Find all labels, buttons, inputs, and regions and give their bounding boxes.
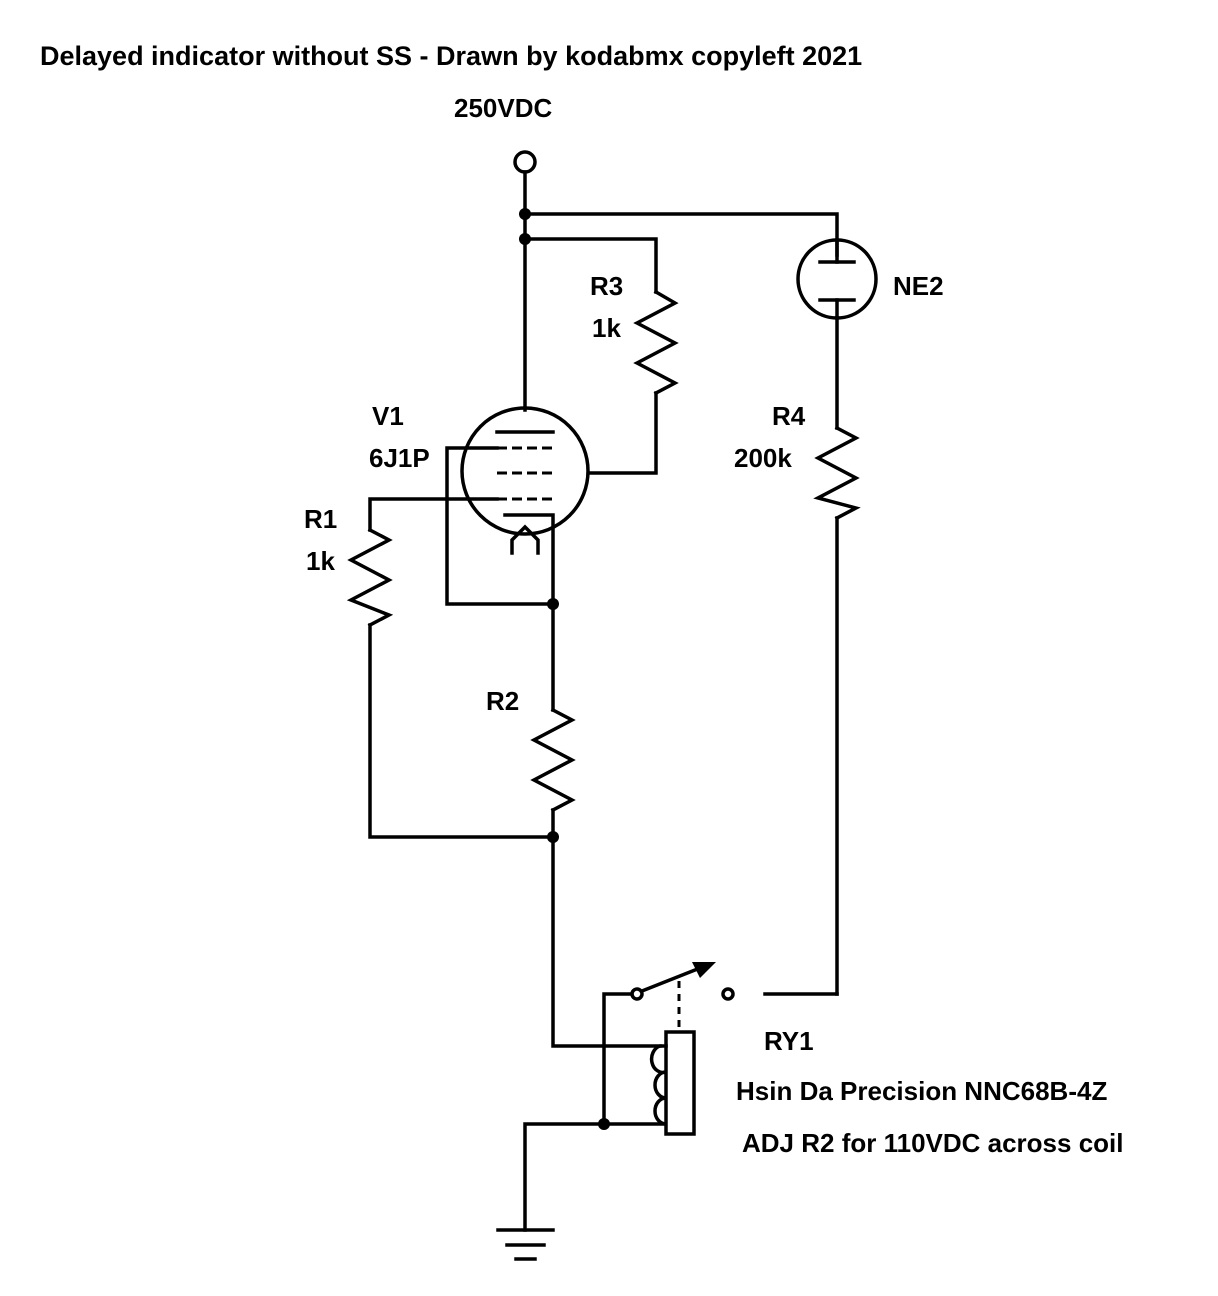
r3-value: 1k	[592, 313, 621, 343]
r2-ref: R2	[486, 686, 519, 716]
resistor-r2	[530, 707, 576, 813]
wire-r3-to-screen-grid	[588, 391, 658, 475]
r1-ref: R1	[304, 504, 337, 534]
wire-suppressor-to-cathode	[445, 446, 555, 606]
resistor-r3	[633, 289, 679, 396]
wire-r2-to-coil	[551, 808, 662, 1048]
wire-grid-to-r1	[368, 497, 499, 532]
resistor-r1	[346, 527, 394, 628]
ry1-ref: RY1	[764, 1026, 814, 1056]
ry1-part: Hsin Da Precision NNC68B-4Z	[736, 1076, 1107, 1106]
relay-ry1-contact	[630, 962, 735, 1030]
r4-ref: R4	[772, 401, 806, 431]
neon-lamp-ne2	[796, 238, 878, 320]
ground-symbol	[496, 1228, 555, 1261]
relay-ry1-coil	[602, 1030, 696, 1136]
supply-label: 250VDC	[454, 93, 552, 123]
wire-supply-to-r3	[523, 237, 658, 294]
ne2-ref: NE2	[893, 271, 944, 301]
resistor-r4	[813, 425, 861, 521]
wire-to-ground	[523, 1122, 606, 1232]
wire-common-contact-to-ground	[602, 992, 634, 1126]
r3-ref: R3	[590, 271, 623, 301]
wire-supply-to-ne2	[523, 212, 839, 257]
v1-ref: V1	[372, 401, 404, 431]
v1-value: 6J1P	[369, 443, 430, 473]
wire-r1-to-r2-bottom	[368, 623, 555, 839]
r1-value: 1k	[306, 546, 335, 576]
r4-value: 200k	[734, 443, 792, 473]
pentode-v1	[460, 406, 590, 606]
supply-terminal	[513, 150, 537, 412]
adjustment-note: ADJ R2 for 110VDC across coil	[742, 1128, 1124, 1158]
diagram-title: Delayed indicator without SS - Drawn by …	[40, 41, 862, 71]
